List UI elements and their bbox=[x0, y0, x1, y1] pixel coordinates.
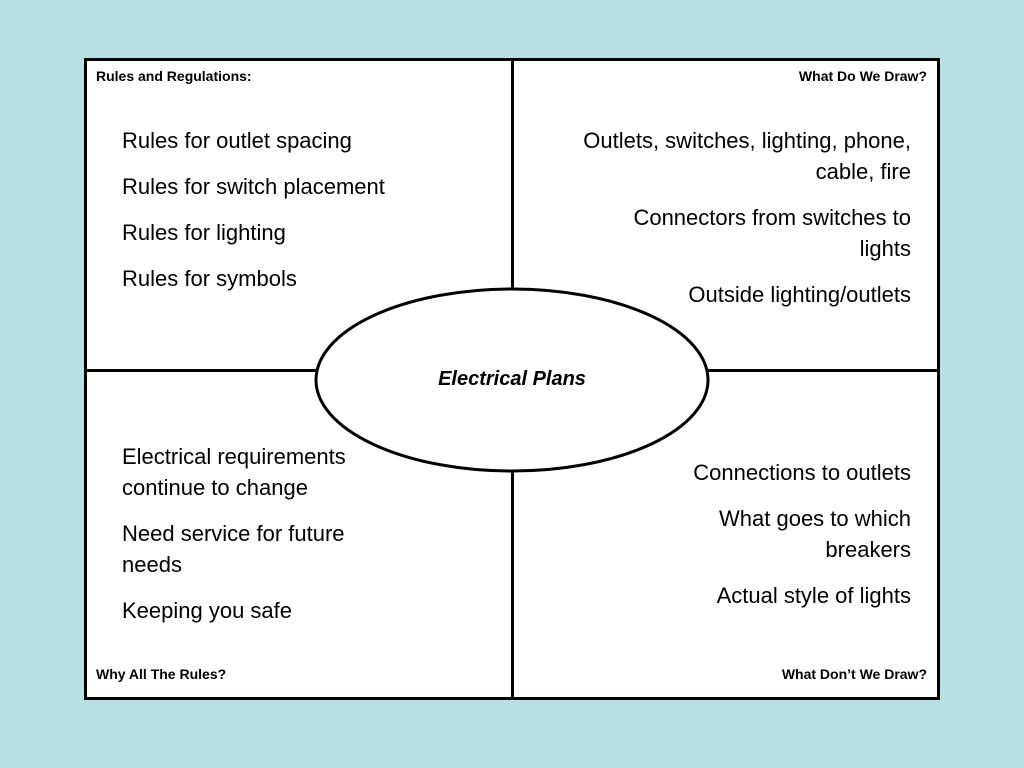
quadrant-items-bottom-left: Electrical requirements continue to chan… bbox=[122, 441, 402, 641]
list-item: Rules for outlet spacing bbox=[122, 128, 352, 153]
quadrant-label-top-right: What Do We Draw? bbox=[798, 68, 927, 84]
center-ellipse bbox=[314, 287, 710, 473]
list-item: Rules for symbols bbox=[122, 266, 297, 291]
quadrant-label-bottom-right: What Don’t We Draw? bbox=[781, 666, 927, 682]
center-title: Electrical Plans bbox=[438, 368, 586, 390]
list-item: Outside lighting/outlets bbox=[688, 282, 911, 307]
quadrant-label-bottom-left: Why All The Rules? bbox=[96, 666, 227, 682]
list-item: Outlets, switches, lighting, phone, cabl… bbox=[583, 128, 911, 184]
list-item: Electrical requirements continue to chan… bbox=[122, 444, 346, 500]
list-item: Need service for future needs bbox=[122, 521, 345, 577]
quadrant-items-top-left: Rules for outlet spacing Rules for switc… bbox=[122, 125, 482, 309]
quadrant-label-top-left: Rules and Regulations: bbox=[96, 68, 252, 84]
quadrant-items-top-right: Outlets, switches, lighting, phone, cabl… bbox=[581, 125, 911, 325]
list-item: Keeping you safe bbox=[122, 598, 293, 623]
quadrant-items-bottom-right: Connections to outlets What goes to whic… bbox=[631, 457, 911, 626]
list-item: Rules for switch placement bbox=[122, 174, 385, 199]
list-item: Rules for lighting bbox=[122, 220, 286, 245]
list-item: What goes to which breakers bbox=[719, 506, 911, 562]
list-item: Actual style of lights bbox=[716, 583, 911, 608]
list-item: Connections to outlets bbox=[693, 460, 911, 485]
list-item: Connectors from switches to lights bbox=[633, 205, 911, 261]
